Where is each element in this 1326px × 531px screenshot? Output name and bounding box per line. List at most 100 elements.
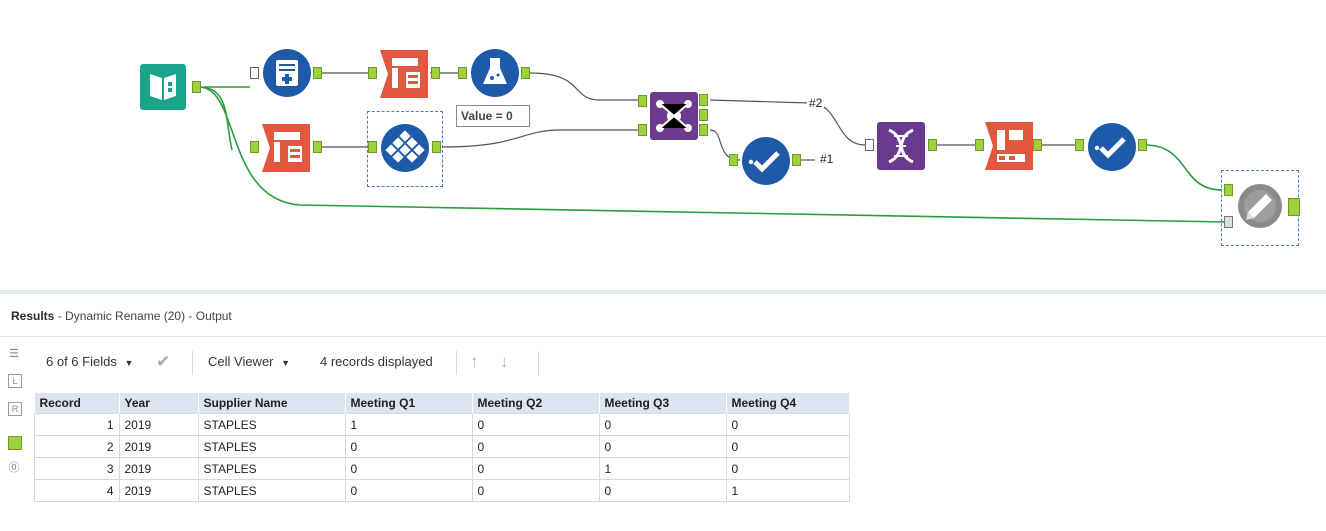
output-anchor[interactable] [928, 139, 937, 151]
results-header: Results - Dynamic Rename (20) - Output [0, 294, 1326, 337]
record-cell[interactable]: 2 [34, 435, 120, 458]
input-anchor[interactable] [865, 139, 874, 151]
output-anchor[interactable] [1288, 198, 1300, 216]
dynamic-rename-icon [1238, 184, 1282, 228]
table-cell[interactable]: 0 [598, 435, 727, 458]
table-cell[interactable]: 0 [344, 479, 473, 502]
table-cell[interactable]: 2019 [118, 435, 199, 458]
record-cell[interactable]: 1 [34, 413, 120, 436]
join-left-output-anchor[interactable] [699, 94, 708, 106]
workflow-canvas[interactable]: Value = 0 [0, 0, 1326, 290]
column-header[interactable]: Supplier Name [198, 393, 346, 414]
chevron-down-icon: ▼ [281, 358, 291, 368]
output-anchor[interactable] [1138, 139, 1147, 151]
formula-tool[interactable] [262, 48, 311, 97]
table-cell[interactable]: 1 [598, 457, 727, 480]
table-cell[interactable]: 0 [471, 435, 600, 458]
output-anchor[interactable] [192, 81, 201, 93]
input-anchor[interactable] [1075, 139, 1084, 151]
select-tool[interactable] [1087, 122, 1136, 171]
list-icon[interactable]: ☰ [9, 348, 19, 360]
table-cell[interactable]: 0 [598, 413, 727, 436]
input-anchor[interactable] [975, 139, 984, 151]
input-anchor[interactable] [368, 141, 377, 153]
input-anchor[interactable] [250, 67, 259, 79]
table-cell[interactable]: 0 [598, 479, 727, 502]
formula-icon [263, 49, 311, 97]
column-header[interactable]: Meeting Q4 [726, 393, 850, 414]
arrow-up-icon[interactable]: ↑ [470, 352, 479, 371]
table-cell[interactable]: STAPLES [197, 457, 346, 480]
column-header[interactable]: Meeting Q2 [472, 393, 600, 414]
table-cell[interactable]: 0 [344, 435, 473, 458]
arrow-down-icon[interactable]: ↓ [500, 352, 509, 371]
table-cell[interactable]: 0 [725, 435, 850, 458]
output-anchor[interactable] [521, 67, 530, 79]
filter-tool[interactable] [470, 48, 519, 97]
table-cell[interactable]: 2019 [118, 457, 199, 480]
column-header[interactable]: Record [34, 393, 120, 414]
table-cell[interactable]: 0 [471, 479, 600, 502]
input-data-tool[interactable] [140, 62, 188, 110]
left-input-anchor[interactable] [1224, 184, 1233, 196]
transpose-icon [262, 124, 310, 172]
join-right-input-anchor[interactable] [638, 124, 647, 136]
crosstab-tool[interactable] [985, 122, 1033, 170]
connection-line [198, 86, 1226, 223]
table-cell[interactable]: 0 [725, 413, 850, 436]
cell-viewer-dropdown[interactable]: Cell Viewer ▼ [208, 347, 290, 377]
dynamic-rename-tool[interactable] [1236, 182, 1284, 230]
table-cell[interactable]: 1 [344, 413, 473, 436]
input-anchor[interactable] [368, 67, 377, 79]
panel-splitter[interactable] [0, 290, 1326, 294]
input-anchor[interactable] [250, 141, 259, 153]
record-cell[interactable]: 3 [34, 457, 120, 480]
results-grid: Record Year Supplier Name Meeting Q1 Mee… [34, 393, 850, 502]
table-cell[interactable]: 0 [344, 457, 473, 480]
table-row[interactable]: 1 2019 STAPLES 1 0 0 0 [34, 413, 850, 436]
right-anchor-icon[interactable]: R [8, 402, 22, 416]
toolbar-divider [192, 351, 193, 375]
output-anchor[interactable] [1033, 139, 1042, 151]
join-right-output-anchor[interactable] [699, 124, 708, 136]
fields-dropdown[interactable]: 6 of 6 Fields ▼ [46, 347, 133, 377]
output-anchor[interactable] [432, 141, 441, 153]
table-cell[interactable]: STAPLES [197, 413, 346, 436]
table-row[interactable]: 2 2019 STAPLES 0 0 0 0 [34, 435, 850, 458]
column-header[interactable]: Year [119, 393, 199, 414]
checkmark-icon[interactable]: ✔ [156, 352, 171, 371]
table-cell[interactable]: STAPLES [197, 479, 346, 502]
table-cell[interactable]: 2019 [118, 413, 199, 436]
help-icon[interactable]: ⓪ [8, 462, 20, 474]
join-left-input-anchor[interactable] [638, 95, 647, 107]
transpose-tool[interactable] [380, 50, 428, 98]
input-anchor[interactable] [458, 67, 467, 79]
transpose-tool[interactable] [262, 124, 310, 172]
results-toolbar: 6 of 6 Fields ▼ ✔ Cell Viewer ▼ 4 record… [34, 347, 594, 377]
table-cell[interactable]: 0 [471, 457, 600, 480]
table-cell[interactable]: 0 [725, 457, 850, 480]
join-tool[interactable] [650, 92, 698, 140]
output-anchor[interactable] [313, 67, 322, 79]
table-cell[interactable]: STAPLES [197, 435, 346, 458]
input-anchor[interactable] [729, 154, 738, 166]
table-cell[interactable]: 1 [725, 479, 850, 502]
column-header[interactable]: Meeting Q1 [345, 393, 473, 414]
select-tool[interactable] [741, 136, 790, 185]
table-cell[interactable]: 2019 [118, 479, 199, 502]
output-anchor[interactable] [313, 141, 322, 153]
left-anchor-icon[interactable]: L [8, 374, 22, 388]
output-anchor[interactable] [431, 67, 440, 79]
dna-tool[interactable] [877, 122, 925, 170]
record-cell[interactable]: 4 [34, 479, 120, 502]
right-input-anchor[interactable] [1224, 216, 1233, 228]
selection-box [367, 111, 443, 187]
column-header[interactable]: Meeting Q3 [599, 393, 727, 414]
join-inner-output-anchor[interactable] [699, 109, 708, 121]
table-row[interactable]: 4 2019 STAPLES 0 0 0 1 [34, 479, 850, 502]
table-row[interactable]: 3 2019 STAPLES 0 0 1 0 [34, 457, 850, 480]
output-anchor[interactable] [792, 154, 801, 166]
output-anchor-icon[interactable] [8, 436, 22, 450]
table-cell[interactable]: 0 [471, 413, 600, 436]
multi-row-tool[interactable] [380, 123, 429, 172]
